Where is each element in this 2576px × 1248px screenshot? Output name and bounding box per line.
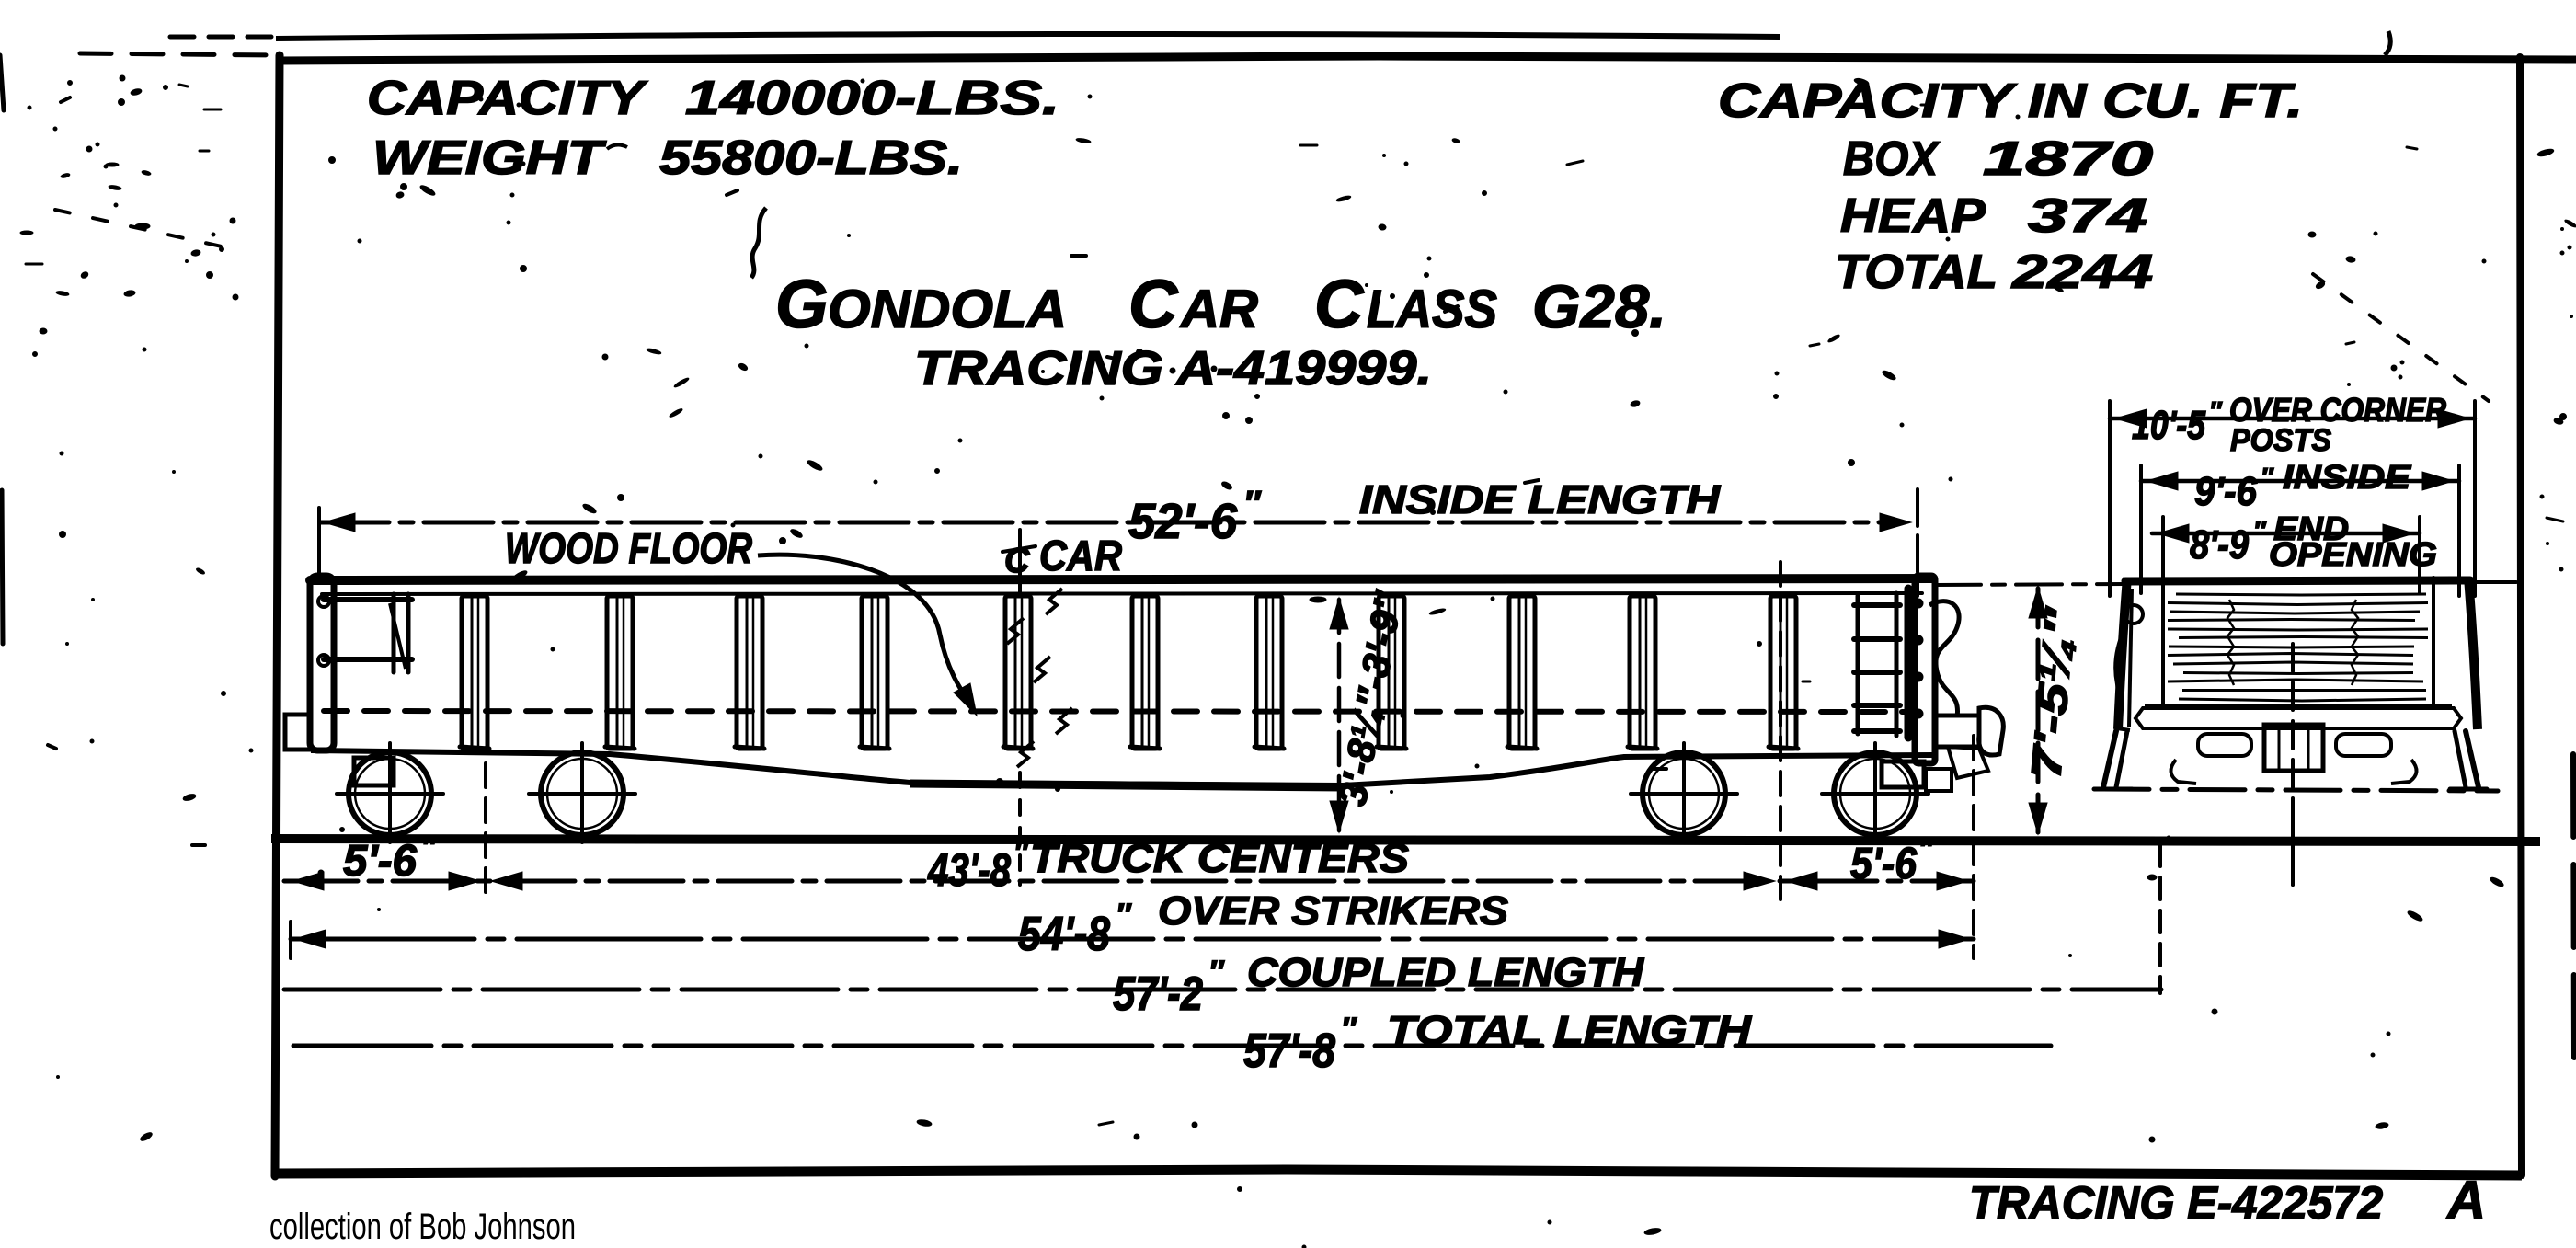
svg-text:OVER STRIKERS: OVER STRIKERS [1158,888,1508,933]
svg-text:″: ″ [1013,836,1029,869]
svg-text:CAPACITY: CAPACITY [367,72,648,125]
svg-text:2244: 2244 [2011,246,2153,299]
svg-text:10'-5: 10'-5 [2132,403,2205,448]
svg-text:TRUCK CENTERS: TRUCK CENTERS [1030,836,1409,881]
svg-text:140000-LBS.: 140000-LBS. [685,72,1059,125]
svg-text:7'-5¼″: 7'-5¼″ [2021,604,2084,780]
svg-text:ONDOLA: ONDOLA [828,280,1067,339]
svg-text:43'-8: 43'-8 [927,844,1011,896]
svg-text:″: ″ [2209,396,2223,425]
svg-text:HEAP: HEAP [1840,189,1986,243]
svg-text:END: END [2273,510,2349,547]
svg-text:52'-6: 52'-6 [1128,494,1238,549]
svg-text:374: 374 [2028,189,2147,243]
svg-text:AR: AR [1179,280,1258,339]
svg-text:G28.: G28. [1532,272,1666,340]
svg-text:collection of Bob Johnson: collection of Bob Johnson [269,1207,576,1247]
svg-text:″: ″ [1208,955,1225,990]
svg-text:CAPACITY IN CU. FT.: CAPACITY IN CU. FT. [1718,74,2303,128]
svg-text:INSIDE LENGTH: INSIDE LENGTH [1359,477,1721,522]
svg-text:″: ″ [421,830,437,864]
svg-text:″: ″ [1116,898,1132,933]
svg-text:55800-LBS.: 55800-LBS. [659,132,963,185]
svg-text:TRACING E-422572: TRACING E-422572 [1969,1177,2383,1229]
svg-text:CAR: CAR [1039,532,1122,579]
svg-text:8'-9: 8'-9 [2190,522,2249,567]
svg-text:INSIDE: INSIDE [2283,458,2411,496]
svg-text:″: ″ [1918,832,1934,865]
svg-text:BOX: BOX [1843,132,1941,186]
svg-text:WOOD FLOOR: WOOD FLOOR [505,524,752,572]
svg-text:G: G [775,266,829,342]
svg-text:OVER CORNER: OVER CORNER [2229,391,2446,429]
svg-text:57'-2: 57'-2 [1113,967,1203,1021]
svg-text:″: ″ [1243,485,1262,523]
svg-text:TOTAL: TOTAL [1835,246,1998,299]
svg-text:5'-6: 5'-6 [343,837,417,886]
svg-text:C: C [1314,266,1365,342]
svg-text:A: A [2445,1171,2486,1231]
svg-text:C: C [1128,266,1179,342]
svg-text:POSTS: POSTS [2230,423,2331,458]
svg-text:″: ″ [1341,1012,1357,1047]
svg-text:COUPLED LENGTH: COUPLED LENGTH [1247,950,1644,995]
svg-text:54'-8: 54'-8 [1018,908,1110,961]
svg-text:9'-6: 9'-6 [2194,469,2257,514]
svg-text:OPENING: OPENING [2269,535,2437,573]
svg-text:57'-8: 57'-8 [1243,1025,1335,1078]
svg-text:TOTAL LENGTH: TOTAL LENGTH [1387,1008,1752,1053]
svg-text:WEIGHT: WEIGHT [372,132,607,185]
svg-text:LASS: LASS [1367,280,1497,339]
svg-text:1870: 1870 [1983,132,2153,186]
svg-text:5'-6: 5'-6 [1850,840,1917,888]
svg-text:″: ″ [2261,463,2274,491]
svg-text:″: ″ [2253,516,2267,544]
